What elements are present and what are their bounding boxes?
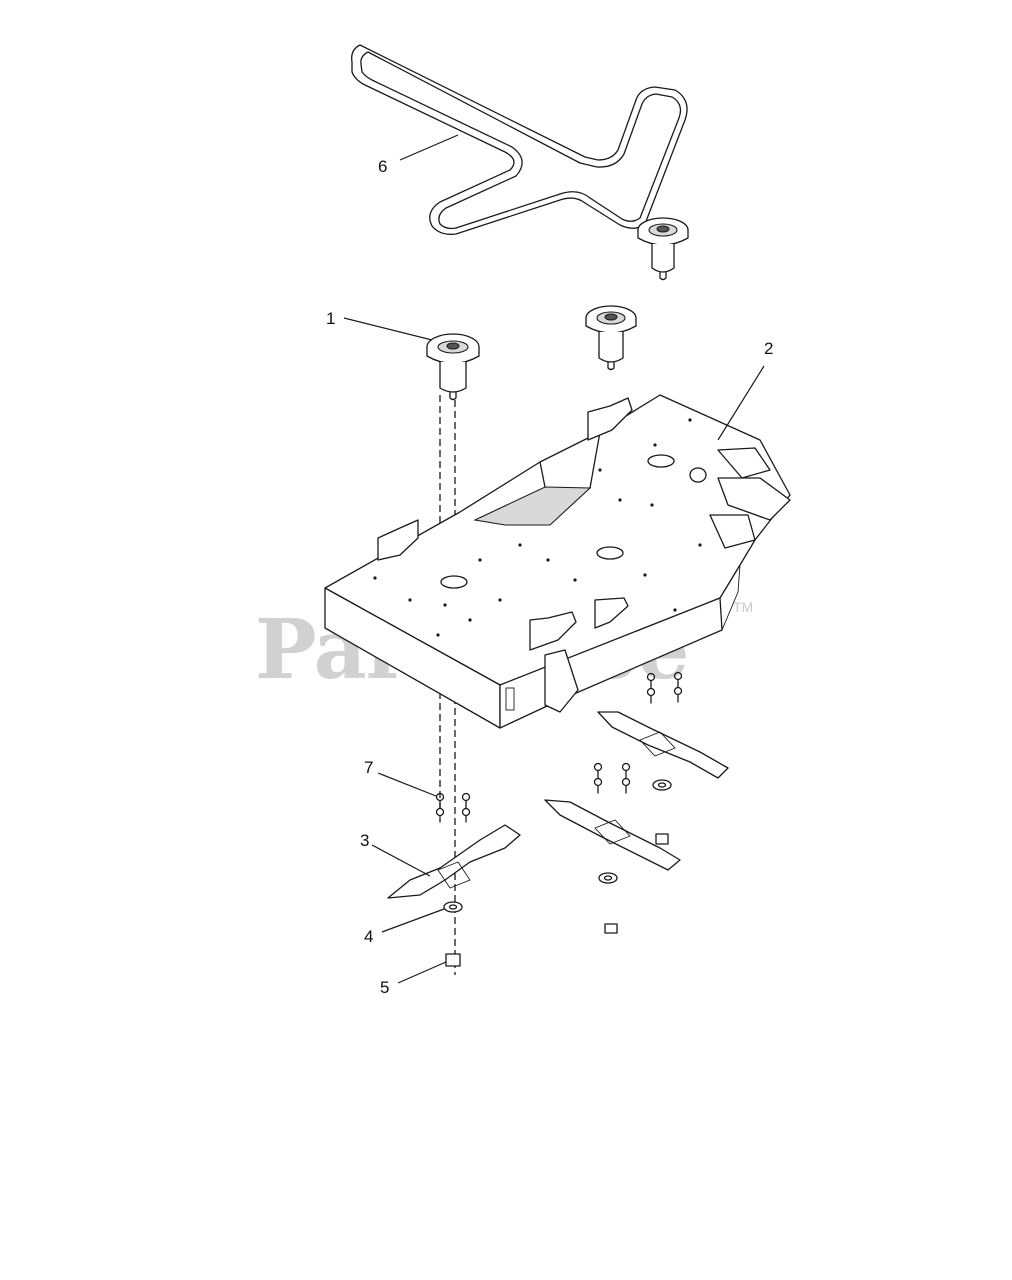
leader-lines [343,134,765,984]
belt[interactable] [351,44,688,235]
spindle-assembly[interactable] [426,333,480,401]
leader-1 [343,317,433,341]
leader-7 [377,772,437,797]
callout-4[interactable]: 4 [364,927,373,946]
callout-1[interactable]: 1 [326,309,335,328]
bolt[interactable] [435,792,471,823]
callout-2[interactable]: 2 [764,339,773,358]
washers-nuts-right [598,779,672,934]
spindle-center[interactable] [585,305,637,371]
blade-right-upper [597,711,729,779]
leader-4 [381,908,445,933]
mower-deck[interactable] [324,394,791,729]
blade-right-lower [544,799,681,871]
leader-2 [717,365,765,441]
callout-3[interactable]: 3 [360,831,369,850]
callout-7[interactable]: 7 [364,758,373,777]
leader-6 [399,134,459,161]
leader-5 [397,961,447,984]
washer[interactable] [443,901,463,913]
spindle-right-top[interactable] [637,217,689,281]
leader-3 [371,844,431,877]
callout-6[interactable]: 6 [378,157,387,176]
callout-labels: 1 2 3 4 5 6 7 [326,157,773,997]
bolt-group-right [593,671,683,794]
blade[interactable] [387,824,521,899]
watermark-trademark: TM [733,599,753,615]
callout-5[interactable]: 5 [380,978,389,997]
nut[interactable] [445,953,461,967]
deck-holes [373,418,702,637]
